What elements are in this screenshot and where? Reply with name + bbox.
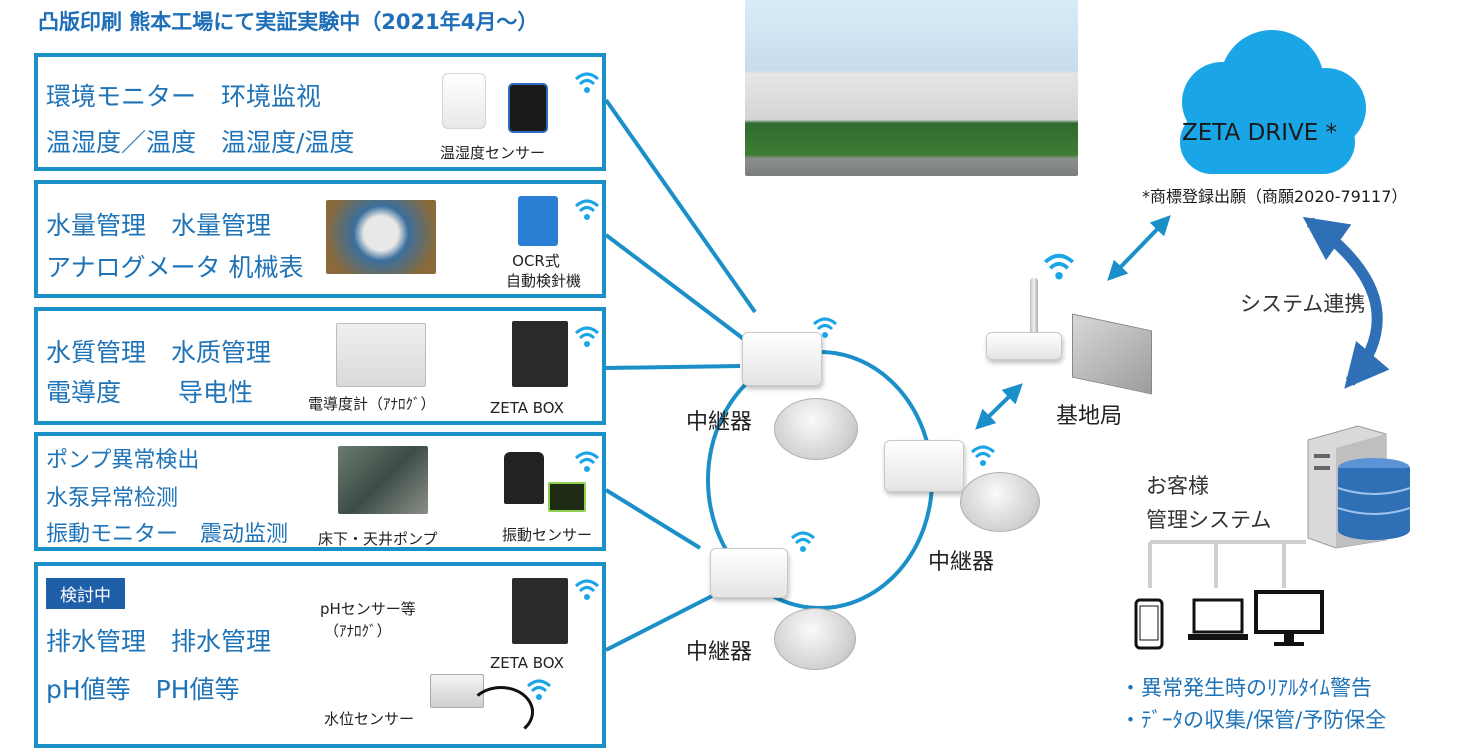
- wifi-icon: [574, 579, 600, 600]
- wifi-icon: [574, 72, 600, 93]
- panel-water-volume: 水量管理 水量管理 アナログメータ 机械表 OCR式 自動検針機: [34, 180, 606, 298]
- alert-line1: ・異常発生時のﾘｱﾙﾀｲﾑ警告: [1120, 676, 1372, 700]
- monitor-icon: [1254, 590, 1324, 646]
- factory-photo: [745, 0, 1078, 176]
- wifi-icon: [812, 317, 838, 338]
- relay-device: [710, 548, 788, 598]
- drain-line2: pH値等 PH値等: [46, 675, 240, 704]
- water-caption-1: OCR式: [512, 252, 560, 270]
- relay-puck: [774, 398, 858, 460]
- wifi-icon: [574, 326, 600, 347]
- drain-caption-level: 水位センサー: [324, 710, 415, 728]
- wifi-icon: [970, 445, 996, 466]
- base-station-label: 基地局: [1056, 404, 1123, 429]
- env-line1: 環境モニター 环境监视: [46, 82, 322, 111]
- water-caption-2: 自動検針機: [506, 272, 582, 290]
- pump-line1: ポンプ異常検出: [46, 448, 200, 473]
- quality-line2b: 导电性: [178, 378, 254, 407]
- temp-sensor-probe-image: [508, 83, 548, 133]
- conductivity-meter-image: [336, 323, 426, 387]
- pump-image: [338, 446, 428, 514]
- base-station-gateway: [986, 332, 1062, 360]
- smartphone-icon: [1134, 598, 1164, 650]
- drain-line1: 排水管理 排水管理: [46, 627, 272, 656]
- customer-system-line2: 管理システム: [1146, 508, 1272, 532]
- pump-caption-sensor: 振動センサー: [502, 526, 593, 544]
- panel-drainage: 検討中 排水管理 排水管理 pH値等 PH値等 pHセンサー等 （ｱﾅﾛｸﾞ） …: [34, 562, 606, 748]
- temp-sensor-image: [442, 73, 486, 129]
- zeta-box-image: [512, 578, 568, 644]
- vibration-sensor-box-image: [548, 482, 586, 512]
- quality-line2a: 電導度: [46, 378, 122, 407]
- relay-base-arrow: [975, 383, 1023, 430]
- relay-label: 中継器: [686, 410, 753, 435]
- relay-label: 中継器: [686, 640, 753, 665]
- alert-line2: ・ﾃﾞｰﾀの収集/保管/予防保全: [1120, 708, 1387, 732]
- system-link-arrow: [1302, 216, 1390, 389]
- panel-pump: ポンプ異常検出 水泵异常检测 振動モニター 震动监测 床下・天井ポンプ 振動セン…: [34, 432, 606, 551]
- water-line1: 水量管理 水量管理: [46, 211, 272, 240]
- relay-device: [742, 332, 822, 386]
- pump-line2: 水泵异常检测: [46, 486, 179, 511]
- wifi-icon: [790, 531, 816, 552]
- panel-water-quality: 水質管理 水质管理 電導度 导电性 電導度計（ｱﾅﾛｸﾞ） ZETA BOX: [34, 307, 606, 425]
- wifi-icon: [1043, 253, 1075, 280]
- status-badge: 検討中: [46, 578, 125, 609]
- system-link-label: システム連携: [1240, 292, 1366, 316]
- quality-caption-box: ZETA BOX: [490, 399, 564, 417]
- zeta-box-image: [512, 321, 568, 387]
- vibration-sensor-image: [504, 452, 544, 504]
- database-icon: [1337, 458, 1411, 540]
- trademark-note: *商標登録出願（商願2020-79117）: [1142, 187, 1408, 206]
- laptop-icon: [1188, 598, 1248, 640]
- wifi-icon: [574, 451, 600, 472]
- ocr-reader-image: [518, 196, 558, 246]
- page-title: 凸版印刷 熊本工場にて実証実験中（2021年4月～）: [38, 10, 539, 34]
- cloud-label: ZETA DRIVE *: [1182, 120, 1338, 146]
- relay-device: [884, 440, 964, 492]
- pump-line3: 振動モニター 震动监测: [46, 522, 289, 547]
- drain-caption-ph2: （ｱﾅﾛｸﾞ）: [324, 622, 392, 640]
- relay-label: 中継器: [928, 550, 995, 575]
- quality-caption-meter: 電導度計（ｱﾅﾛｸﾞ）: [308, 395, 436, 413]
- env-line2: 温湿度／温度 温湿度/温度: [46, 128, 355, 157]
- cloud-icon: [1180, 30, 1366, 174]
- panel-environment: 環境モニター 环境监视 温湿度／温度 温湿度/温度 温湿度センサー: [34, 53, 606, 171]
- base-cloud-arrow: [1107, 215, 1171, 281]
- relay-puck: [774, 608, 856, 670]
- water-line2: アナログメータ 机械表: [46, 253, 304, 282]
- drain-caption-ph1: pHセンサー等: [320, 600, 416, 618]
- water-level-probe-image: [468, 686, 534, 738]
- quality-line1: 水質管理 水质管理: [46, 338, 272, 367]
- base-station-antenna: [1030, 278, 1038, 348]
- analog-meter-image: [326, 200, 436, 274]
- drain-caption-box: ZETA BOX: [490, 654, 564, 672]
- env-caption: 温湿度センサー: [440, 144, 546, 162]
- wifi-icon: [526, 679, 552, 700]
- customer-system-line1: お客様: [1146, 474, 1209, 498]
- wifi-icon: [574, 199, 600, 220]
- pump-caption: 床下・天井ポンプ: [318, 530, 438, 548]
- relay-puck: [960, 472, 1040, 532]
